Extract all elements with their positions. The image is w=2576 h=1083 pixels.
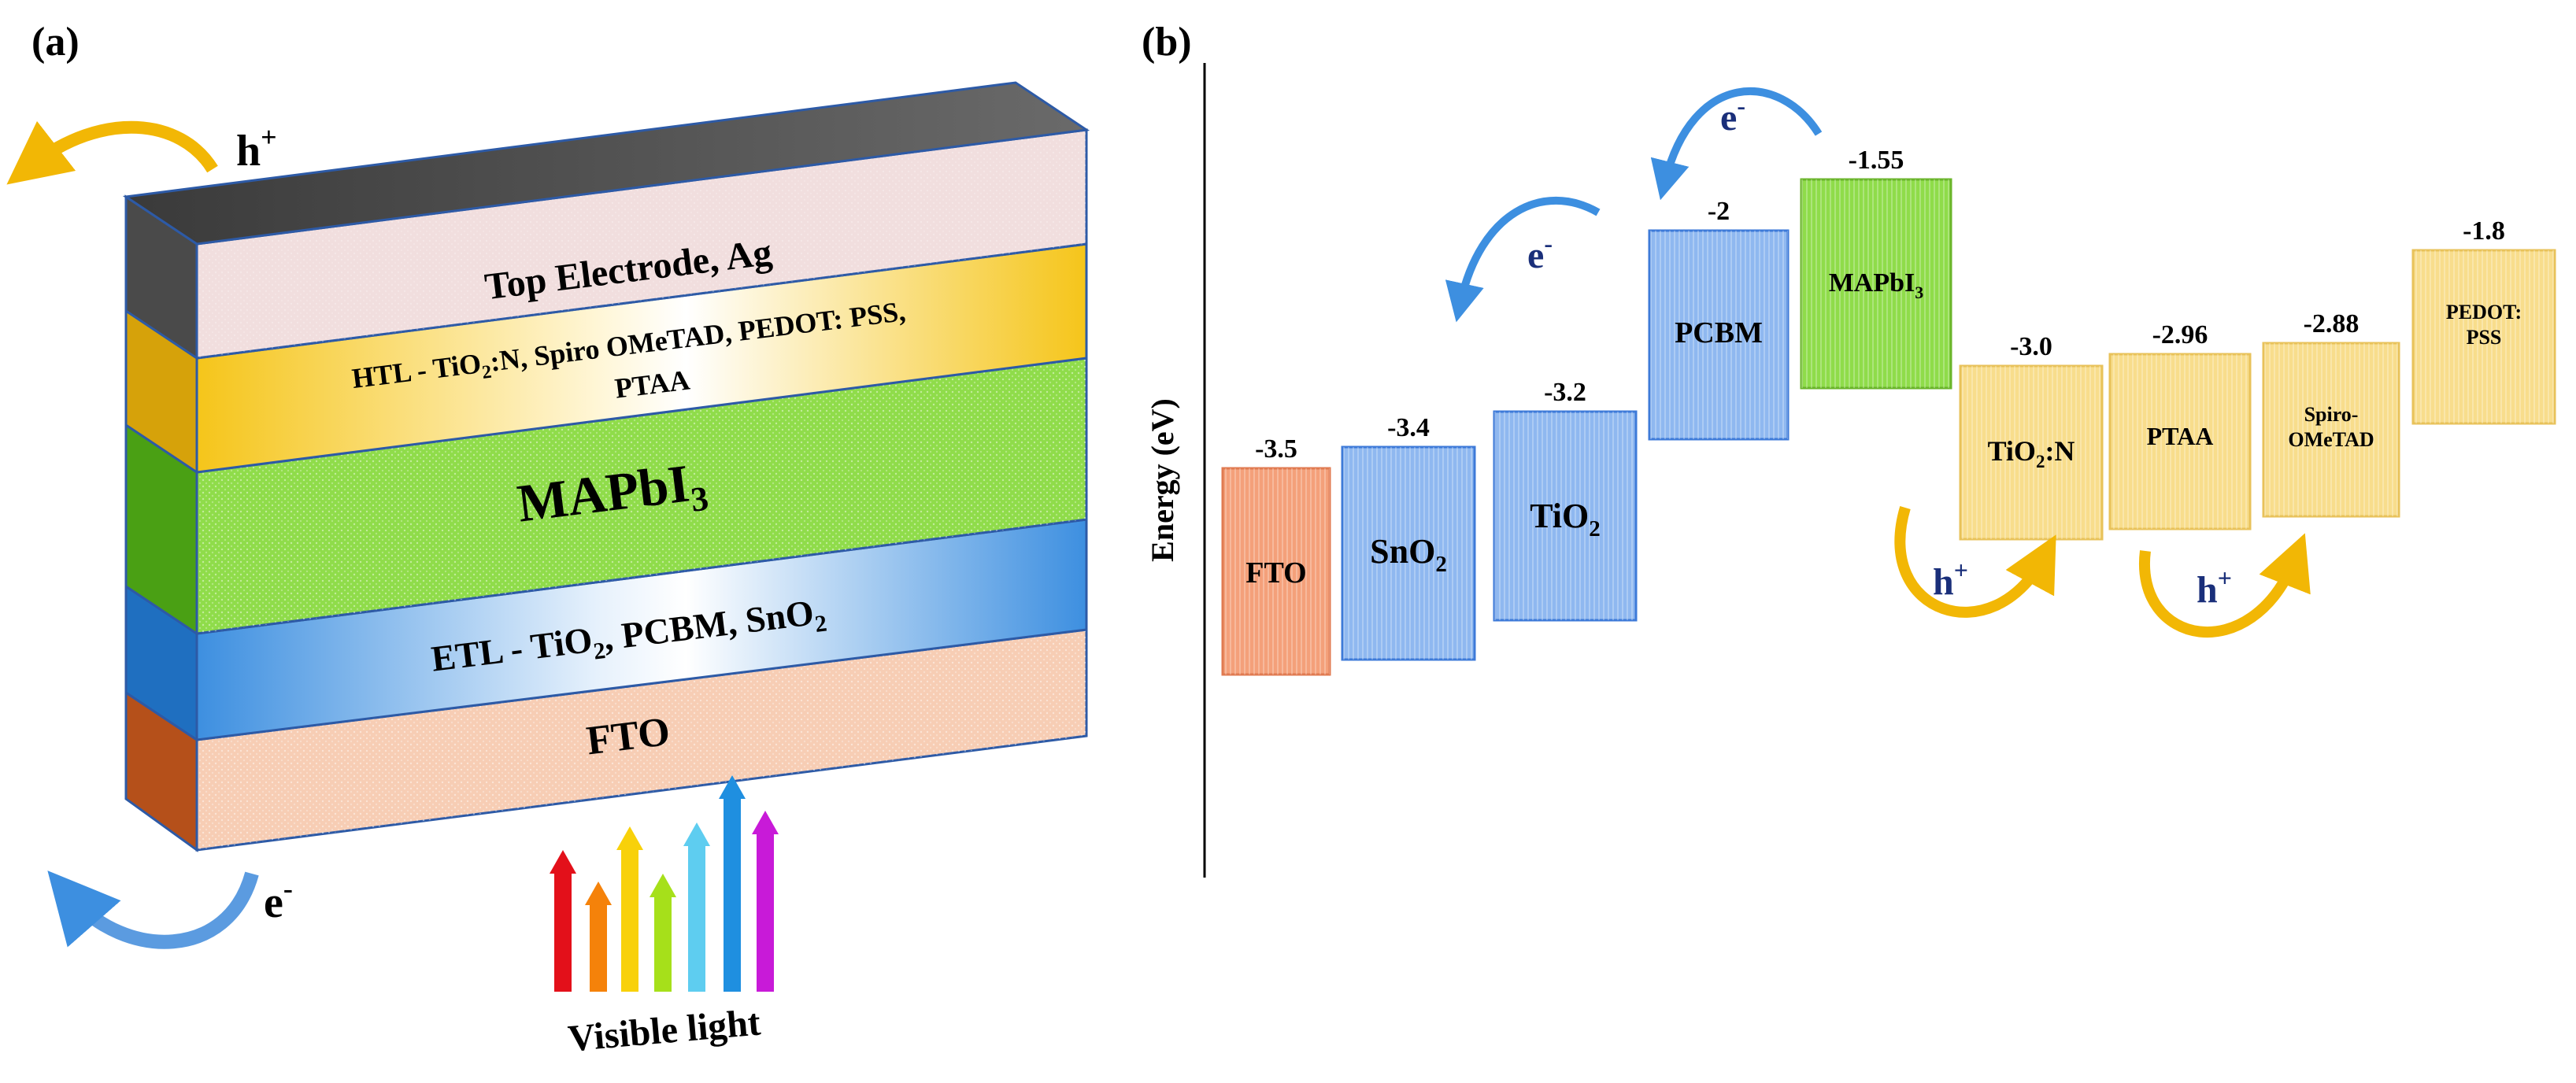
etl-layer: ETL - TiO2, PCBM, SnO2 (124, 518, 1088, 742)
electron-label-b2: e- (1720, 91, 1745, 139)
energy-box-texture (1223, 468, 1330, 675)
energy-box-name: TiO2 (1530, 497, 1601, 542)
panel-a: (a) FTO ETL - TiO2, PCBM, SnO2 MAPbI3 HT (6, 20, 1090, 1060)
energy-box-texture (1801, 179, 1951, 388)
energy-box-texture (2413, 250, 2555, 423)
energy-level-boxes: -3.5FTO-3.4SnO2-3.2TiO2-2PCBM-1.55MAPbI3… (1221, 146, 2556, 676)
energy-box-name: PCBM (1675, 316, 1763, 349)
electron-transfer-arrows: e- e- (1445, 87, 1823, 323)
hole-transfer-arrows: h+ h+ (1894, 506, 2311, 638)
energy-value-label: -2.96 (2152, 320, 2208, 349)
energy-axis-label: Energy (eV) (1145, 398, 1180, 562)
light-arrow-heads (550, 775, 779, 905)
hole-label-b1: h+ (1933, 556, 1968, 603)
energy-value-label: -2.88 (2304, 309, 2359, 338)
energy-value-label: -1.55 (1849, 146, 1904, 175)
hole-arrow-1-icon (1894, 506, 2056, 618)
electron-extraction-arrow: e- (47, 870, 293, 949)
energy-box-name: PTAA (2147, 422, 2214, 450)
energy-box-name: Spiro- (2304, 403, 2359, 426)
energy-value-label: -3.5 (1255, 434, 1297, 464)
hole-arrow-2-icon (2138, 533, 2311, 638)
visible-light-arrows: Visible light (550, 775, 779, 1060)
energy-box-texture (1494, 412, 1636, 620)
energy-box-name-line2: PSS (2467, 326, 2502, 349)
energy-value-label: -3.4 (1387, 413, 1430, 442)
energy-value-label: -2 (1708, 197, 1730, 226)
energy-value-label: -3.2 (1544, 378, 1586, 407)
panel-a-label: (a) (31, 20, 80, 65)
electron-arrow-1-icon (1445, 196, 1601, 323)
hole-arrow-icon (6, 120, 218, 185)
energy-box-name: SnO2 (1370, 532, 1447, 577)
electron-label-b1: e- (1527, 229, 1553, 276)
energy-box-name: MAPbI3 (1829, 268, 1924, 302)
energy-box-texture (1649, 231, 1788, 439)
absorber-layer: MAPbI3 (124, 357, 1088, 636)
top-electrode-layer: Top Electrode, Ag (122, 81, 1090, 360)
energy-value-label: -1.8 (2463, 216, 2505, 246)
fto-layer-label: FTO (584, 709, 672, 763)
panel-b-label: (b) (1142, 20, 1192, 65)
energy-box-name-line2: OMeTAD (2288, 428, 2374, 451)
hole-extraction-arrow: h+ (6, 120, 277, 185)
energy-box-name: TiO2:N (1988, 435, 2075, 471)
electron-arrow-icon (47, 870, 259, 949)
electron-arrow-2-icon (1650, 87, 1823, 201)
visible-light-label: Visible light (566, 1001, 762, 1059)
hole-label-b2: h+ (2197, 564, 2232, 611)
energy-box-texture (1960, 366, 2102, 539)
hole-label-a: h+ (236, 121, 277, 176)
energy-box-texture (2110, 354, 2250, 529)
energy-box-name: FTO (1245, 556, 1306, 590)
energy-value-label: -3.0 (2010, 332, 2052, 361)
panel-b: (b) Energy (eV) -3.5FTO-3.4SnO2-3.2TiO2-… (1142, 20, 2556, 878)
energy-box-texture (1342, 447, 1475, 660)
energy-box-texture (2263, 343, 2399, 516)
electron-label-a: e- (264, 873, 293, 927)
energy-box-name: PEDOT: (2446, 301, 2522, 323)
